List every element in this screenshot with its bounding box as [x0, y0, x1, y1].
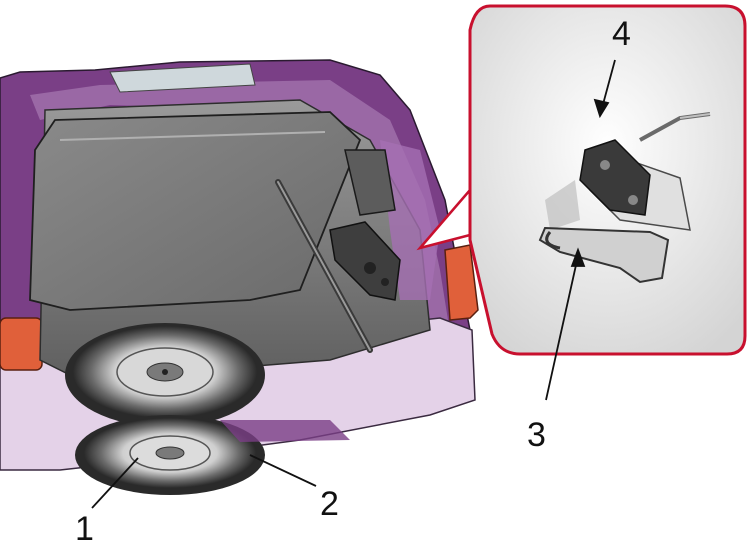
left-taillight	[0, 317, 43, 371]
panel-edge	[59, 131, 326, 141]
lid-bracket	[329, 149, 401, 301]
trunk-interior	[29, 99, 440, 381]
leader-3	[545, 255, 579, 401]
detail-inset	[416, 4, 747, 356]
callout-label-3: 3	[527, 416, 546, 454]
leader-4	[601, 59, 616, 109]
callout-label-1: 1	[75, 510, 94, 548]
rear-window	[109, 63, 256, 93]
arrow-4	[593, 98, 610, 119]
callout-label-2: 2	[320, 485, 339, 523]
arrow-3	[570, 247, 586, 267]
floor-strip	[220, 420, 350, 442]
trunk-floor-panel	[29, 111, 362, 311]
leader-2	[249, 454, 317, 487]
right-taillight	[444, 244, 479, 321]
callout-leaders	[91, 59, 616, 509]
latch-handle	[538, 226, 670, 284]
spare-wheel-upper	[65, 323, 265, 427]
callout-label-4: 4	[612, 15, 631, 53]
latch-mechanism	[538, 112, 711, 284]
leader-1	[91, 457, 139, 509]
